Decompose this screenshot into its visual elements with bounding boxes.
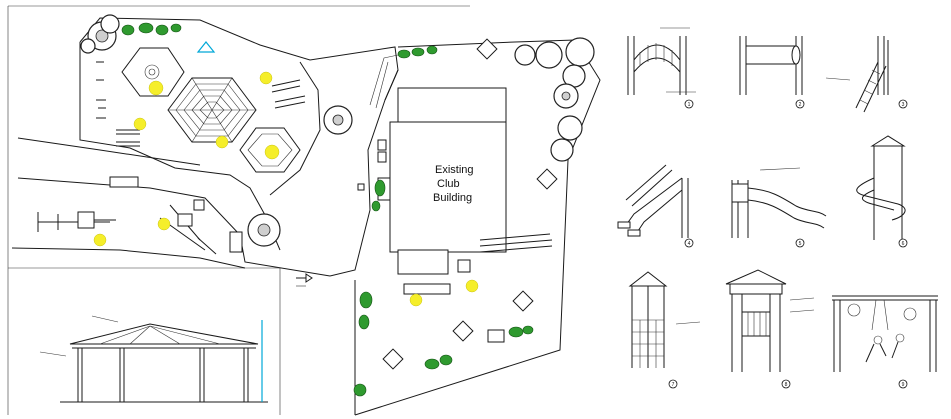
sheet-borders [7, 5, 470, 415]
detail-arch-bridge [627, 27, 696, 95]
detail-tube-slide [739, 36, 803, 95]
detail-number-8: 8 [785, 382, 788, 388]
detail-double-slide [617, 164, 689, 238]
detail-number-2: 2 [799, 102, 802, 108]
club-building [377, 87, 553, 295]
detail-number-6: 6 [902, 241, 905, 247]
entry-arrow-icon [296, 273, 313, 287]
detail-wave-slide [731, 167, 827, 238]
gazebo-roof-plan [167, 77, 257, 143]
detail-number-4: 4 [688, 241, 691, 247]
building-label-line2: Club [437, 178, 460, 190]
detail-number-5: 5 [799, 241, 802, 247]
detail-net-tower [628, 271, 701, 368]
light-markers-club [409, 279, 479, 307]
detail-playhouse [725, 269, 815, 372]
equipment-details: 1 2 3 4 5 6 7 8 9 [617, 27, 938, 389]
detail-numbers: 1 2 3 4 5 6 7 8 9 [668, 99, 908, 389]
tree-symbols-park [80, 14, 353, 247]
shrubs-club [353, 45, 534, 397]
table-sets [382, 38, 558, 370]
detail-number-1: 1 [688, 102, 691, 108]
detail-number-9: 9 [902, 382, 905, 388]
building-label-line1: Existing [435, 164, 474, 176]
detail-swing-set [832, 295, 938, 372]
detail-number-7: 7 [672, 382, 675, 388]
detail-spiral-slide [856, 135, 906, 240]
bench-rows [116, 79, 306, 147]
gazebo-elevation [39, 315, 268, 403]
detail-number-3: 3 [902, 102, 905, 108]
detail-ladder [825, 36, 889, 113]
tree-symbols-club [514, 37, 595, 162]
building-label-line3: Building [433, 192, 472, 204]
club-site: Existing Club Building [329, 37, 601, 416]
path-markers [96, 61, 106, 119]
shrubs-park [121, 22, 182, 36]
light-markers-park [93, 71, 280, 247]
north-marker-icon [196, 41, 216, 53]
park-plan [11, 14, 399, 287]
seesaw-equipment [37, 211, 116, 232]
